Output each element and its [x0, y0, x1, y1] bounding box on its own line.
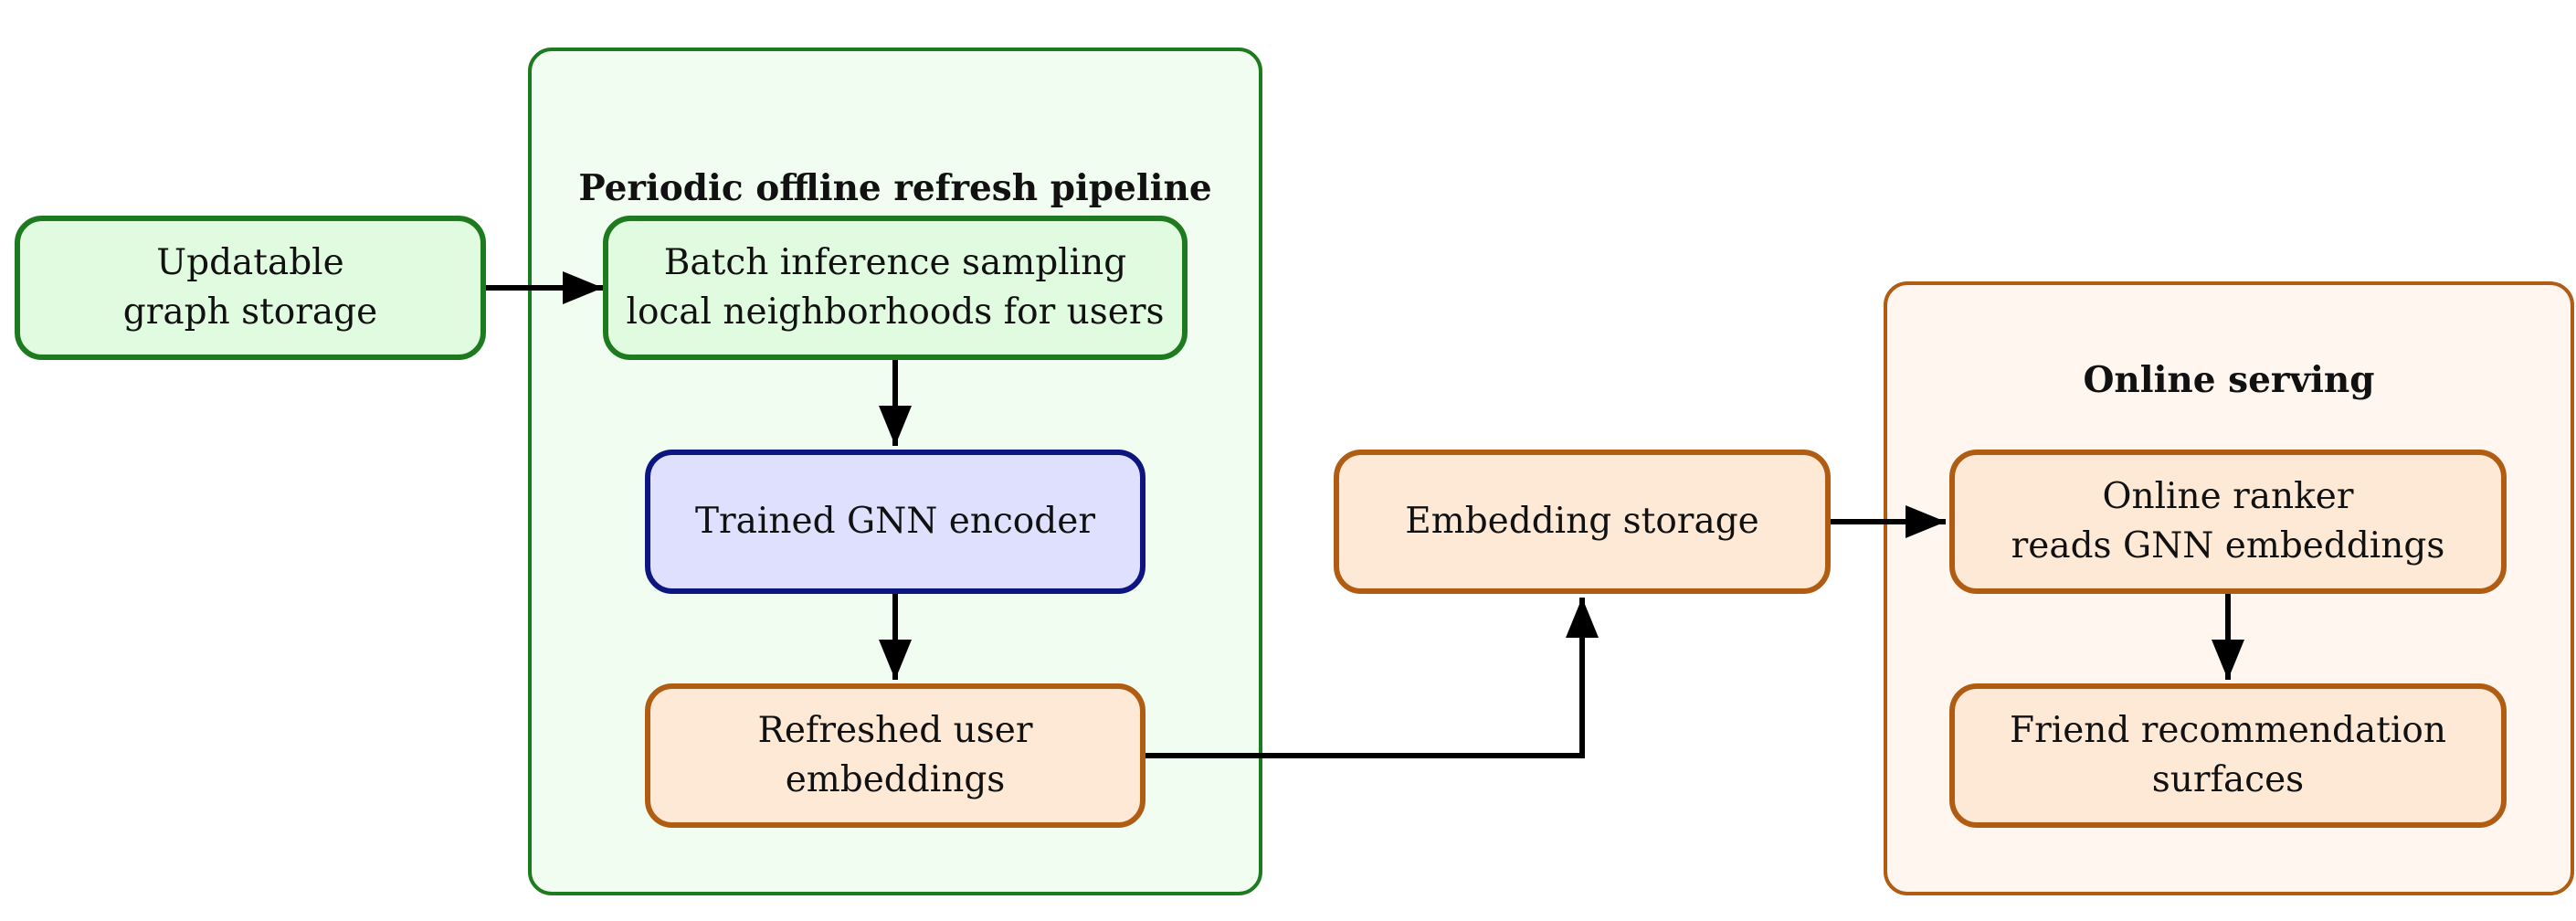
friend-recommendations-node: Friend recommendation surfaces: [1949, 683, 2507, 828]
online-group-title: Online serving: [2083, 359, 2375, 401]
gnn-encoder-node: Trained GNN encoder: [645, 450, 1145, 594]
online-ranker-node: Online ranker reads GNN embeddings: [1949, 450, 2507, 594]
embedding-storage-label: Embedding storage: [1405, 501, 1759, 542]
graph-storage-label: Updatable graph storage: [122, 242, 378, 333]
batch-inference-label: Batch inference sampling local neighborh…: [626, 242, 1165, 333]
graph-storage-node: Updatable graph storage: [15, 216, 486, 360]
gnn-encoder-label: Trained GNN encoder: [695, 501, 1095, 542]
refreshed-embeddings-node: Refreshed user embeddings: [645, 683, 1145, 828]
refreshed-embeddings-label: Refreshed user embeddings: [757, 710, 1033, 800]
embedding-storage-node: Embedding storage: [1334, 450, 1831, 594]
online-ranker-label: Online ranker reads GNN embeddings: [2011, 476, 2445, 566]
offline-group-title: Periodic offline refresh pipeline: [578, 167, 1212, 209]
friend-recommendations-label: Friend recommendation surfaces: [2010, 710, 2446, 800]
edge-refreshed-embeddings-to-embedding-storage: [1145, 598, 1599, 758]
batch-inference-node: Batch inference sampling local neighborh…: [603, 216, 1188, 360]
